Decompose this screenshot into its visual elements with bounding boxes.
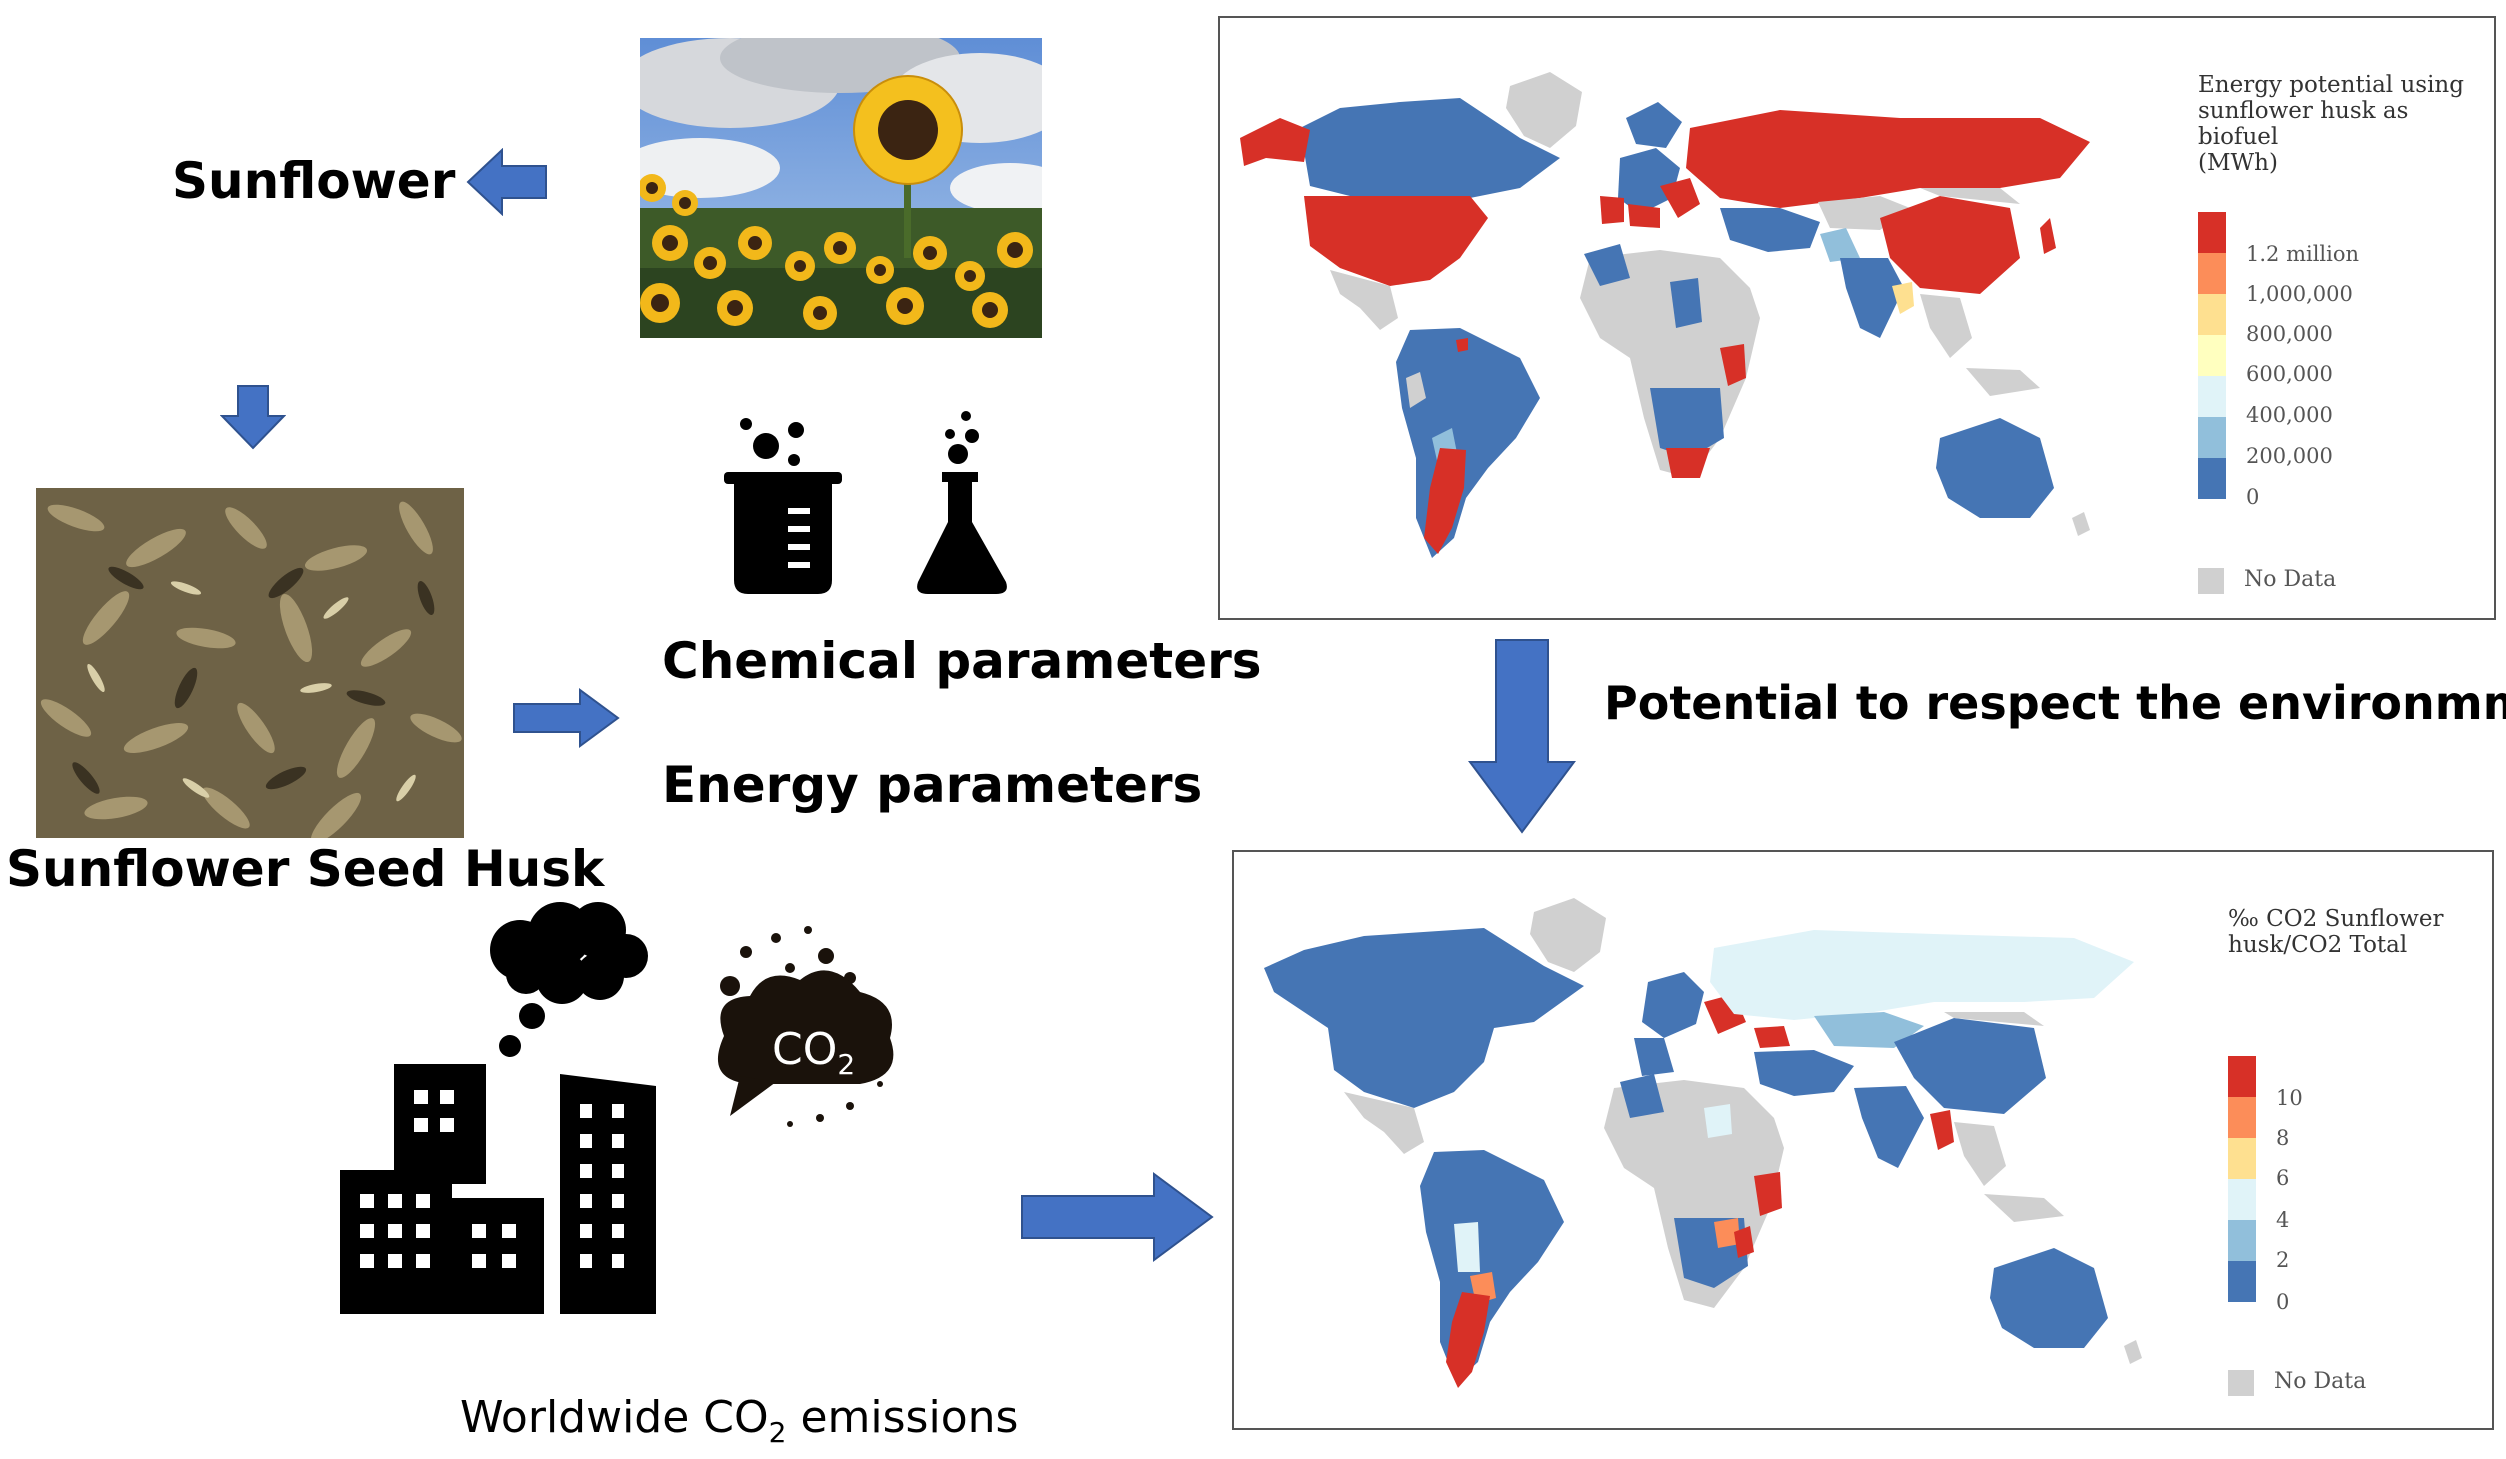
legend-co2-title-1: ‰ CO2 Sunflower — [2228, 906, 2444, 932]
sunflower-label: Sunflower — [172, 152, 456, 210]
legend-co2-swatch — [2228, 1261, 2256, 1302]
map-energy-potential: Energy potential using sunflower husk as… — [1218, 16, 2496, 620]
legend-co2-nodata-swatch — [2228, 1370, 2254, 1396]
legend-energy-tick: 200,000 — [2246, 444, 2333, 468]
legend-energy-swatch — [2198, 335, 2226, 376]
legend-co2-tick: 0 — [2276, 1290, 2290, 1314]
legend-co2-title-2: husk/CO2 Total — [2228, 932, 2408, 958]
legend-energy-swatch — [2198, 417, 2226, 458]
co2-cloud-sub: 2 — [837, 1048, 856, 1081]
co2-cloud-label: CO2 — [772, 1024, 855, 1081]
husk-label: Sunflower Seed Husk — [6, 840, 605, 898]
legend-co2-nodata-label: No Data — [2274, 1369, 2367, 1394]
legend-energy-title-3: (MWh) — [2198, 150, 2278, 176]
legend-co2-swatch — [2228, 1056, 2256, 1097]
legend-co2-swatch — [2228, 1179, 2256, 1220]
arrow-down-husk — [220, 385, 286, 450]
legend-energy-swatch — [2198, 376, 2226, 417]
chemical-parameters-label: Chemical parameters — [662, 632, 1262, 690]
sunflower-photo — [640, 38, 1042, 338]
legend-energy-swatch — [2198, 253, 2226, 294]
arrow-left-sunflower — [466, 148, 547, 216]
co2-cloud-main: CO — [772, 1024, 838, 1075]
flask-icon — [917, 411, 1007, 594]
arrow-down-environment — [1468, 639, 1576, 834]
legend-energy-swatch — [2198, 458, 2226, 499]
legend-co2-swatch — [2228, 1220, 2256, 1261]
factory-buildings-icon — [340, 1064, 656, 1314]
legend-energy-title-1: Energy potential using — [2198, 72, 2464, 98]
world-map-co2 — [1264, 898, 2142, 1388]
map-co2-share: ‰ CO2 Sunflower husk/CO2 Total 10 8 6 4 … — [1232, 850, 2494, 1430]
worldwide-post: emissions — [786, 1392, 1019, 1443]
legend-energy-title-2: sunflower husk as biofuel — [2198, 98, 2409, 150]
legend-energy-tick: 1,000,000 — [2246, 282, 2353, 306]
legend-co2-tick: 2 — [2276, 1248, 2290, 1272]
legend-energy-tick: 1.2 million — [2246, 242, 2360, 266]
arrow-right-parameters — [513, 688, 620, 748]
worldwide-sub: 2 — [768, 1416, 787, 1449]
husk-photo — [36, 488, 464, 838]
cloud-icon — [490, 902, 648, 1057]
energy-parameters-label: Energy parameters — [662, 756, 1203, 814]
legend-co2: ‰ CO2 Sunflower husk/CO2 Total 10 8 6 4 … — [2228, 906, 2488, 1426]
legend-co2-tick: 10 — [2276, 1086, 2303, 1110]
legend-energy-tick: 0 — [2246, 485, 2260, 509]
worldwide-co2-label: Worldwide CO2 emissions — [460, 1392, 1018, 1449]
legend-energy-swatch — [2198, 212, 2226, 253]
legend-energy: Energy potential using sunflower husk as… — [2198, 72, 2488, 612]
legend-co2-tick: 8 — [2276, 1126, 2290, 1150]
legend-energy-swatch — [2198, 294, 2226, 335]
co2-cloud-icon: CO2 — [690, 916, 920, 1146]
world-map-energy — [1240, 72, 2090, 558]
legend-energy-nodata-swatch — [2198, 568, 2224, 594]
legend-energy-tick: 400,000 — [2246, 403, 2333, 427]
beaker-icon — [724, 418, 842, 594]
legend-co2-swatch — [2228, 1097, 2256, 1138]
legend-co2-tick: 4 — [2276, 1208, 2290, 1232]
legend-co2-tick: 6 — [2276, 1166, 2290, 1190]
arrow-right-bottom-map — [1021, 1172, 1214, 1262]
legend-energy-tick: 600,000 — [2246, 362, 2333, 386]
potential-environment-label: Potential to respect the environmment — [1604, 676, 2506, 730]
legend-energy-tick: 800,000 — [2246, 322, 2333, 346]
worldwide-pre: Worldwide CO — [460, 1392, 769, 1443]
legend-co2-swatch — [2228, 1138, 2256, 1179]
legend-energy-nodata-label: No Data — [2244, 567, 2337, 592]
